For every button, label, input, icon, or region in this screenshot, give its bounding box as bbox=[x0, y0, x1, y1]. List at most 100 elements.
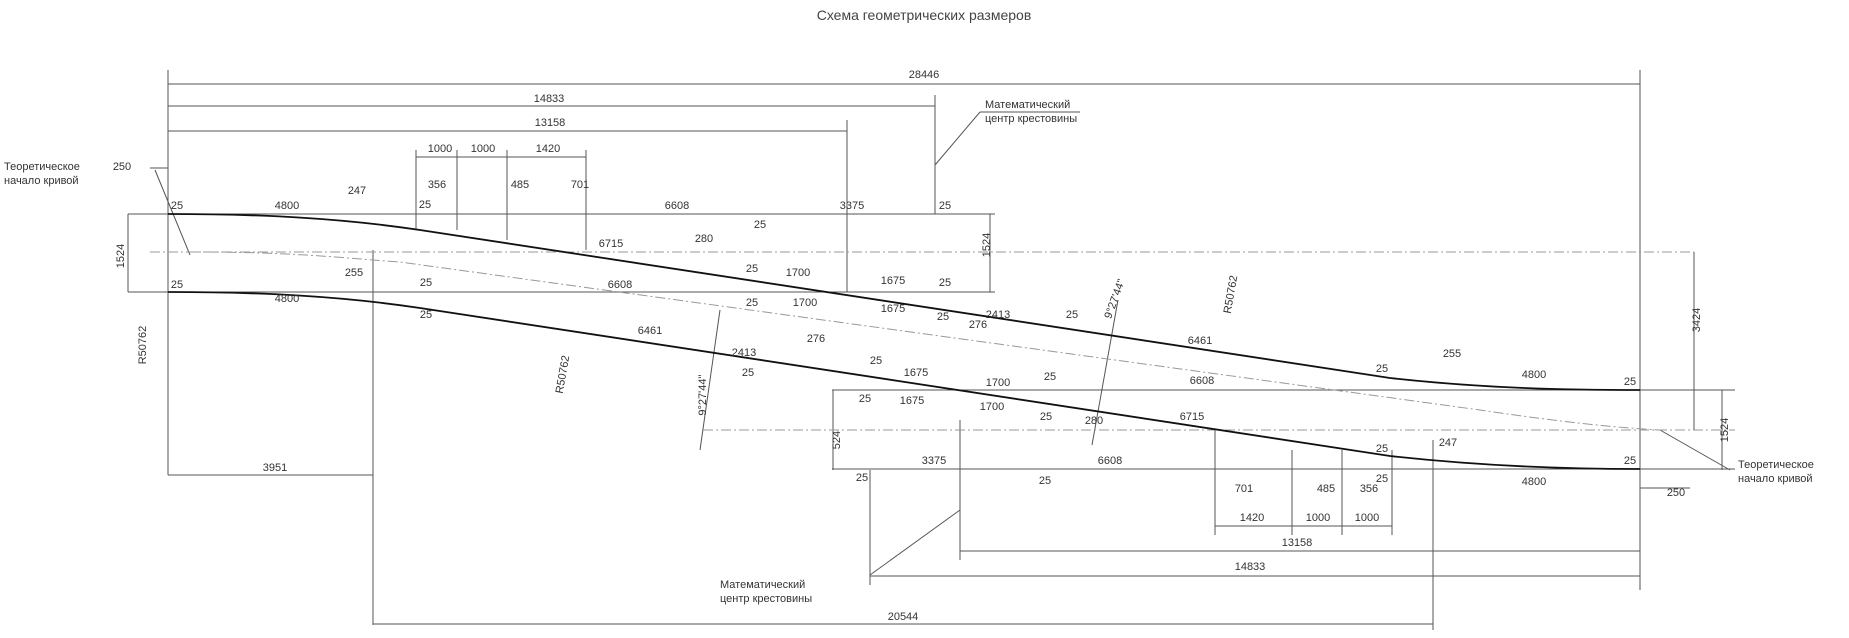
dimension-label: 3424 bbox=[1691, 308, 1703, 332]
note-text: Математический bbox=[720, 579, 805, 591]
dimension-label: 2413 bbox=[986, 309, 1010, 321]
dimension-label: 1000 bbox=[1355, 512, 1379, 524]
dimension-label: 25 bbox=[742, 367, 754, 379]
dimension-label: 280 bbox=[1085, 415, 1103, 427]
dimension-label: 485 bbox=[511, 179, 529, 191]
dimension-label: 255 bbox=[1443, 348, 1461, 360]
dimension-label: 3951 bbox=[263, 462, 287, 474]
dimension-label: 13158 bbox=[1282, 537, 1313, 549]
dimension-label: 6608 bbox=[665, 200, 689, 212]
dimension-label: 13158 bbox=[535, 117, 566, 129]
dimension-label: 6715 bbox=[1180, 411, 1204, 423]
dimension-label: 1000 bbox=[471, 143, 495, 155]
dimension-label: 6461 bbox=[1188, 335, 1212, 347]
dimension-label: 25 bbox=[754, 219, 766, 231]
note-text: Теоретическое bbox=[4, 161, 80, 173]
math-center-note-bottom: Математический центр крестовины bbox=[720, 579, 812, 605]
diverging-rail-upper bbox=[167, 213, 1641, 391]
diverging-rail-lower bbox=[167, 291, 1641, 470]
dimension-label: 6715 bbox=[599, 238, 623, 250]
dimension-label: 1524 bbox=[1719, 418, 1731, 442]
dimension-label: 701 bbox=[1235, 483, 1253, 495]
dimension-label: 250 bbox=[113, 161, 131, 173]
note-text: центр крестовины bbox=[720, 593, 812, 605]
dimension-label: R50762 bbox=[137, 326, 149, 365]
dimension-label: 6608 bbox=[1190, 375, 1214, 387]
theoretical-start-note-left: Теоретическое начало кривой bbox=[4, 161, 80, 187]
note-text: начало кривой bbox=[4, 175, 79, 187]
dimension-label: 4800 bbox=[275, 293, 299, 305]
dimension-label: 356 bbox=[428, 179, 446, 191]
track-lines bbox=[128, 213, 1735, 470]
dimension-label: 9°27'44'' bbox=[697, 374, 709, 415]
dimension-label: 1524 bbox=[981, 233, 993, 257]
dimension-label: 25 bbox=[1040, 411, 1052, 423]
dimension-label: 25 bbox=[1044, 371, 1056, 383]
dimension-label: 6608 bbox=[608, 279, 632, 291]
dimension-label: 3375 bbox=[840, 200, 864, 212]
dimension-label: 1700 bbox=[793, 297, 817, 309]
dimension-label: R50762 bbox=[1222, 274, 1241, 314]
dimension-label: 1675 bbox=[900, 395, 924, 407]
dimension-label: 25 bbox=[1066, 309, 1078, 321]
dimension-label: 20544 bbox=[888, 611, 919, 623]
dimension-label: 276 bbox=[807, 333, 825, 345]
dimension-label: 25 bbox=[1376, 363, 1388, 375]
dimension-label: 25 bbox=[856, 472, 868, 484]
dimension-label: 1700 bbox=[986, 377, 1010, 389]
dimension-label: 1420 bbox=[1240, 512, 1264, 524]
dimension-label: 1675 bbox=[881, 275, 905, 287]
dimension-label: 701 bbox=[571, 179, 589, 191]
dimension-label: 14833 bbox=[1235, 561, 1266, 573]
dimension-label: 25 bbox=[171, 200, 183, 212]
dimension-label: 25 bbox=[746, 263, 758, 275]
dimension-label: 6608 bbox=[1098, 455, 1122, 467]
dimension-label: 247 bbox=[1439, 437, 1457, 449]
dimension-label: 280 bbox=[695, 233, 713, 245]
dimension-label: 1420 bbox=[536, 143, 560, 155]
dimension-label: 25 bbox=[420, 277, 432, 289]
dimension-label: 25 bbox=[939, 200, 951, 212]
dimension-lines bbox=[127, 70, 1731, 630]
dimension-label: 1000 bbox=[428, 143, 452, 155]
note-text: центр крестовины bbox=[985, 113, 1077, 125]
note-text: Математический bbox=[985, 99, 1070, 111]
dimension-label: 1524 bbox=[115, 244, 127, 268]
dimension-label: 25 bbox=[1039, 475, 1051, 487]
dimension-label: R50762 bbox=[554, 354, 573, 394]
dimension-label: 25 bbox=[1376, 443, 1388, 455]
dimension-label: 25 bbox=[1624, 376, 1636, 388]
dimension-label: 1675 bbox=[881, 303, 905, 315]
dimension-label: 250 bbox=[1667, 487, 1685, 499]
dimension-label: 1000 bbox=[1306, 512, 1330, 524]
dimension-label: 2413 bbox=[732, 347, 756, 359]
dimension-label: 25 bbox=[937, 311, 949, 323]
dimension-label: 1700 bbox=[786, 267, 810, 279]
dimension-label: 6461 bbox=[638, 325, 662, 337]
theoretical-start-note-right: Теоретическое начало кривой bbox=[1738, 459, 1814, 485]
dimension-label: 4800 bbox=[275, 200, 299, 212]
dimension-label: 25 bbox=[939, 277, 951, 289]
dimension-label: 25 bbox=[1624, 455, 1636, 467]
dimension-label: 1700 bbox=[980, 401, 1004, 413]
dimension-labels: 28446 14833 13158 1000 1000 1420 250 247 356 485 7… bbox=[113, 69, 1731, 623]
dimension-label: 276 bbox=[969, 319, 987, 331]
dimension-label: 25 bbox=[171, 279, 183, 291]
dimension-label: 28446 bbox=[909, 69, 940, 81]
dimension-label: 4800 bbox=[1522, 476, 1546, 488]
dimension-label: 247 bbox=[348, 185, 366, 197]
dimension-label: 9°27'44'' bbox=[1102, 278, 1127, 321]
dimension-label: 1675 bbox=[904, 367, 928, 379]
note-text: Теоретическое bbox=[1738, 459, 1814, 471]
dimension-label: 524 bbox=[831, 431, 843, 449]
dimension-label: 356 bbox=[1360, 483, 1378, 495]
dimension-label: 255 bbox=[345, 267, 363, 279]
dimension-label: 25 bbox=[870, 355, 882, 367]
dimension-label: 25 bbox=[420, 309, 432, 321]
dimension-label: 25 bbox=[1376, 473, 1388, 485]
dimension-label: 4800 bbox=[1522, 369, 1546, 381]
dimension-label: 485 bbox=[1317, 483, 1335, 495]
note-text: начало кривой bbox=[1738, 473, 1813, 485]
dimension-label: 25 bbox=[746, 297, 758, 309]
